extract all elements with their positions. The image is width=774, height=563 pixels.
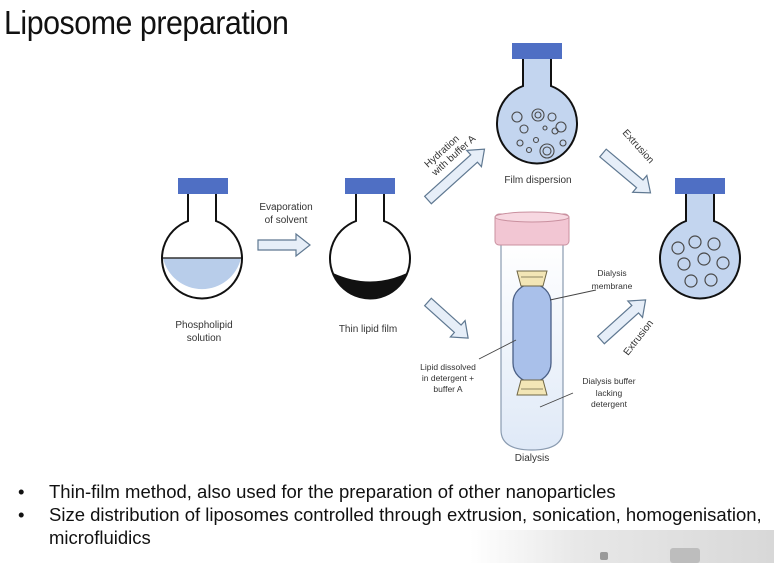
bullet-list: • Thin-film method, also used for the pr… <box>18 480 768 549</box>
dialysis-membrane <box>512 283 552 383</box>
label-evaporation: Evaporation <box>259 202 312 213</box>
flask-film-dispersion <box>496 43 578 165</box>
bullet-dot: • <box>18 481 25 502</box>
label-dialysis-membrane: Dialysis <box>597 268 626 278</box>
arrow-to-dialysis <box>423 297 469 339</box>
flask-cap <box>675 178 725 194</box>
flask-outline <box>161 194 243 300</box>
arrow-evaporation <box>257 232 311 258</box>
label-evaporation: of solvent <box>265 215 308 226</box>
flask-outline <box>329 194 411 300</box>
bullet-item: • Thin-film method, also used for the pr… <box>18 480 768 503</box>
flask-body <box>496 59 578 165</box>
pointer-lines <box>478 289 597 408</box>
flask-cap <box>345 178 395 194</box>
label-thin-film: Thin lipid film <box>339 324 397 335</box>
uniform-liposomes <box>671 235 730 288</box>
bullet-text: Size distribution of liposomes controlle… <box>49 504 762 548</box>
flask-cap <box>512 43 562 59</box>
label-phospholipid: Phospholipid <box>175 320 232 331</box>
label-dialysis-membrane: membrane <box>592 281 633 291</box>
flask-cap <box>178 178 228 194</box>
label-dialysis-buffer: Dialysis buffer <box>582 376 635 386</box>
overlay-element <box>670 548 700 563</box>
overlay-element <box>600 552 608 560</box>
bullet-item: • Size distribution of liposomes control… <box>18 503 768 549</box>
label-phospholipid: solution <box>187 333 221 344</box>
arrow-extrusion-bottom <box>596 299 647 345</box>
vesicles <box>511 108 567 159</box>
bullet-text: Thin-film method, also used for the prep… <box>49 481 616 502</box>
label-lipid-dissolved: buffer A <box>433 384 462 394</box>
membrane-clip <box>516 270 548 287</box>
label-dialysis: Dialysis <box>515 453 549 464</box>
video-overlay-strip <box>470 530 774 563</box>
label-dialysis-buffer: lacking <box>596 388 623 398</box>
flask-liposomes <box>659 178 741 300</box>
arrow-extrusion-top <box>598 148 652 194</box>
flask-phospholipid <box>161 178 243 300</box>
membrane-clip <box>516 379 548 396</box>
arrow-hydration <box>423 148 486 205</box>
label-lipid-dissolved: in detergent + <box>422 373 474 383</box>
label-dialysis-buffer: detergent <box>591 399 628 409</box>
flask-thin-film <box>329 178 411 300</box>
slide-title: Liposome preparation <box>4 4 289 41</box>
bullet-dot: • <box>18 504 25 525</box>
label-extrusion-top: Extrusion <box>620 128 656 166</box>
lipid-film <box>333 273 407 298</box>
dialysis-tube <box>494 211 570 451</box>
label-film-dispersion: Film dispersion <box>504 175 571 186</box>
label-lipid-dissolved: Lipid dissolved <box>420 362 476 372</box>
solution-fill <box>163 258 241 290</box>
